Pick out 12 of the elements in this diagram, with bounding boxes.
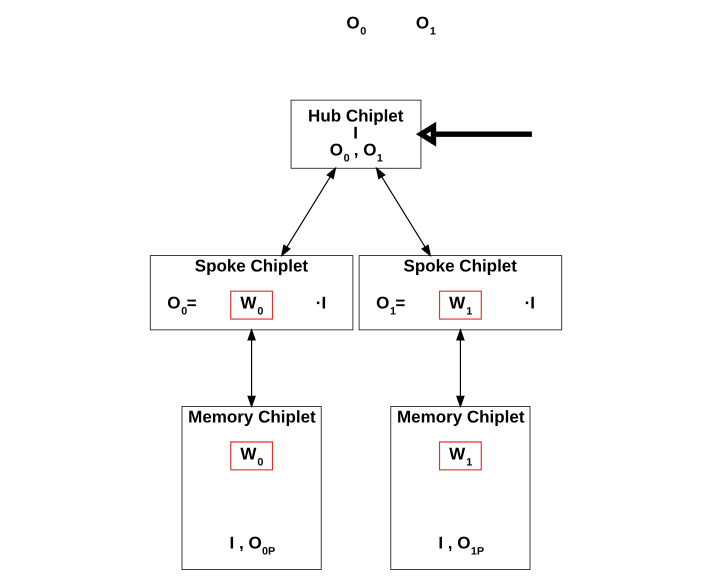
arrow bbox=[246, 328, 256, 408]
node-box: W$_{1}$ bbox=[438, 290, 482, 320]
arrow bbox=[280, 166, 336, 258]
arrow bbox=[375, 166, 431, 258]
node-box: Hub Chiplet I O$_{0}$ , O$_{1}$ bbox=[290, 100, 421, 169]
node-box: W$_{0}$ bbox=[230, 441, 273, 470]
node-box: W$_{0}$ bbox=[230, 290, 273, 320]
arrow bbox=[456, 328, 464, 408]
arrow bbox=[415, 122, 532, 147]
label: O$_{0}$ bbox=[346, 14, 366, 38]
node-box: W$_{1}$ bbox=[438, 441, 482, 470]
label: O$_{1}$ bbox=[415, 14, 436, 38]
